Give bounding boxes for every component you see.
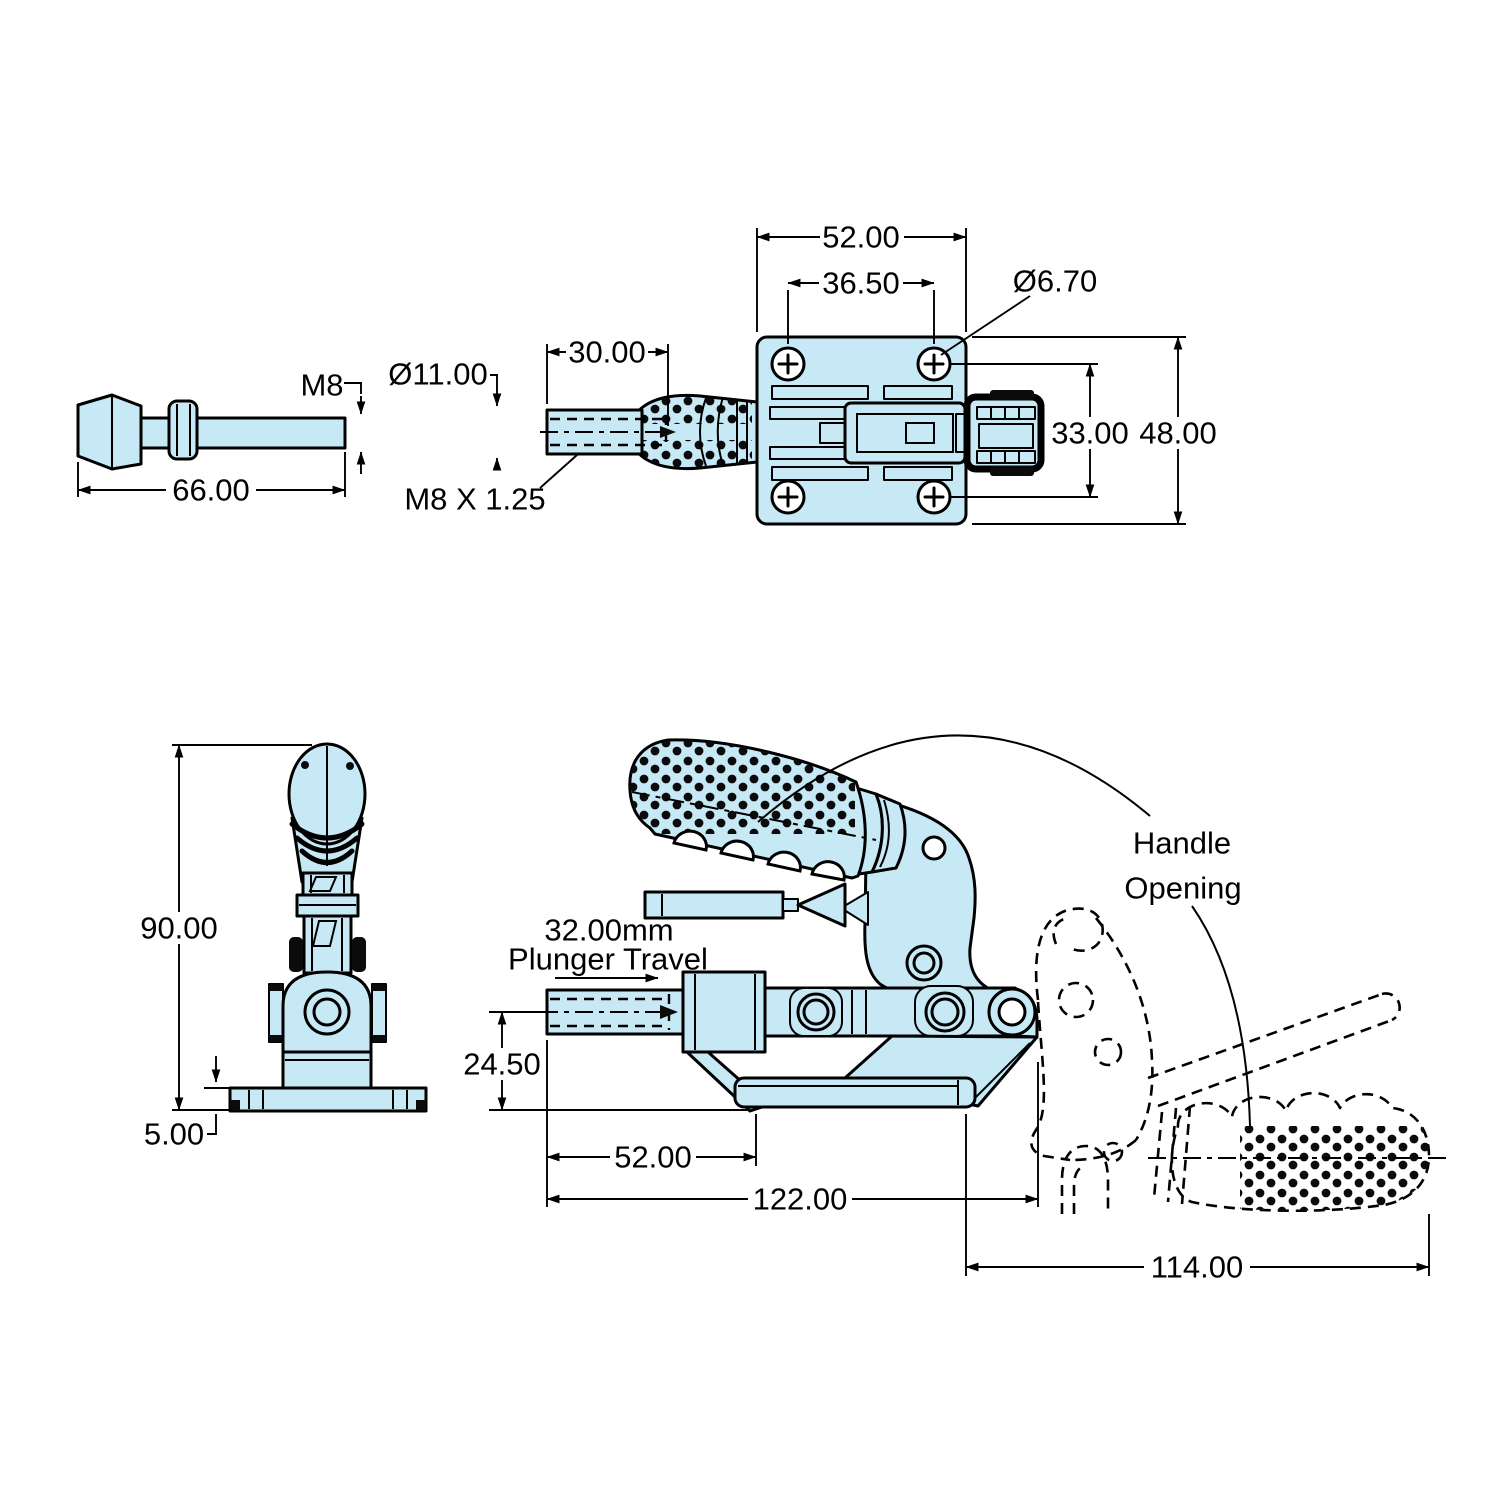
screw-icon [916, 346, 952, 382]
dim-front-length: 52.00 [614, 1140, 692, 1175]
top-view-clamp-arm [955, 390, 1045, 476]
phantom-grip-knurling [1240, 1126, 1429, 1211]
spindle-above-view [643, 882, 847, 928]
arm-nose [840, 891, 869, 926]
bracket-flange [771, 466, 869, 481]
handle-centerline [631, 791, 877, 841]
arm-hole [921, 835, 947, 861]
bracket-flange [771, 385, 869, 400]
screw-icon [770, 346, 806, 382]
note-handle-opening-line1: Handle [1133, 826, 1231, 861]
screw-icon [770, 479, 806, 515]
dim-plate-width: 52.00 [822, 220, 900, 255]
handle-open-phantom: 114.00 Handle Opening [757, 734, 1452, 1285]
front-view-dimensions: 90.00 5.00 [137, 744, 312, 1152]
dim-hole-spacing-h: 36.50 [822, 266, 900, 301]
dim-plate-height: 48.00 [1139, 416, 1217, 451]
bracket-flange [883, 385, 953, 400]
front-view-boss [281, 970, 373, 1054]
dim-hole-spacing-v: 33.00 [1051, 416, 1129, 451]
arm-pivot-hole [905, 944, 943, 982]
pivot-pin-end [289, 937, 303, 972]
handle-opening-leader [1191, 905, 1251, 1127]
grip-knurling [630, 739, 855, 834]
dim-travel-value: 32.00mm [544, 913, 673, 948]
side-view-base [733, 1076, 977, 1109]
front-view-base [228, 1086, 428, 1113]
side-view-dimensions: 32.00mm Plunger Travel 24.50 52.00 122.0… [458, 913, 1039, 1217]
top-view-dimensions: 52.00 36.50 Ø6.70 30.00 Ø11.00 M8 X 1.25 [388, 220, 1222, 525]
dim-plunger-extension: 30.00 [568, 335, 646, 370]
spindle-head [76, 393, 143, 471]
grip-finger-grooves [672, 829, 846, 882]
note-handle-opening-line2: Opening [1124, 871, 1241, 906]
dim-spindle-length: 66.00 [172, 473, 250, 508]
dim-base-thickness: 5.00 [144, 1117, 204, 1152]
dim-spindle-thread: M8 [300, 368, 343, 403]
top-view: 52.00 36.50 Ø6.70 30.00 Ø11.00 M8 X 1.25 [388, 220, 1222, 526]
front-view: 90.00 5.00 [137, 742, 428, 1152]
dim-overall-length: 122.00 [753, 1182, 848, 1217]
bracket-flange [883, 466, 953, 481]
spindle-detail-view: M8 66.00 [76, 368, 366, 508]
dim-plunger-diameter: Ø11.00 [388, 357, 487, 392]
dim-overall-height: 90.00 [140, 911, 218, 946]
travel-arrowhead [660, 426, 676, 438]
dim-travel-caption: Plunger Travel [508, 942, 708, 977]
spindle-nut [167, 399, 199, 461]
dim-axis-height: 24.50 [463, 1047, 541, 1082]
dim-hole-diameter: Ø6.70 [1013, 264, 1097, 299]
pivot-pin-end [352, 937, 366, 972]
side-view: 32.00mm Plunger Travel 24.50 52.00 122.0… [458, 738, 1039, 1217]
body-wedge [843, 1034, 1039, 1108]
dim-open-reach: 114.00 [1151, 1250, 1244, 1285]
dim-thread-spec: M8 X 1.25 [404, 482, 545, 517]
screw-icon [916, 479, 952, 515]
handle-opening-leader-arc [757, 734, 1151, 823]
